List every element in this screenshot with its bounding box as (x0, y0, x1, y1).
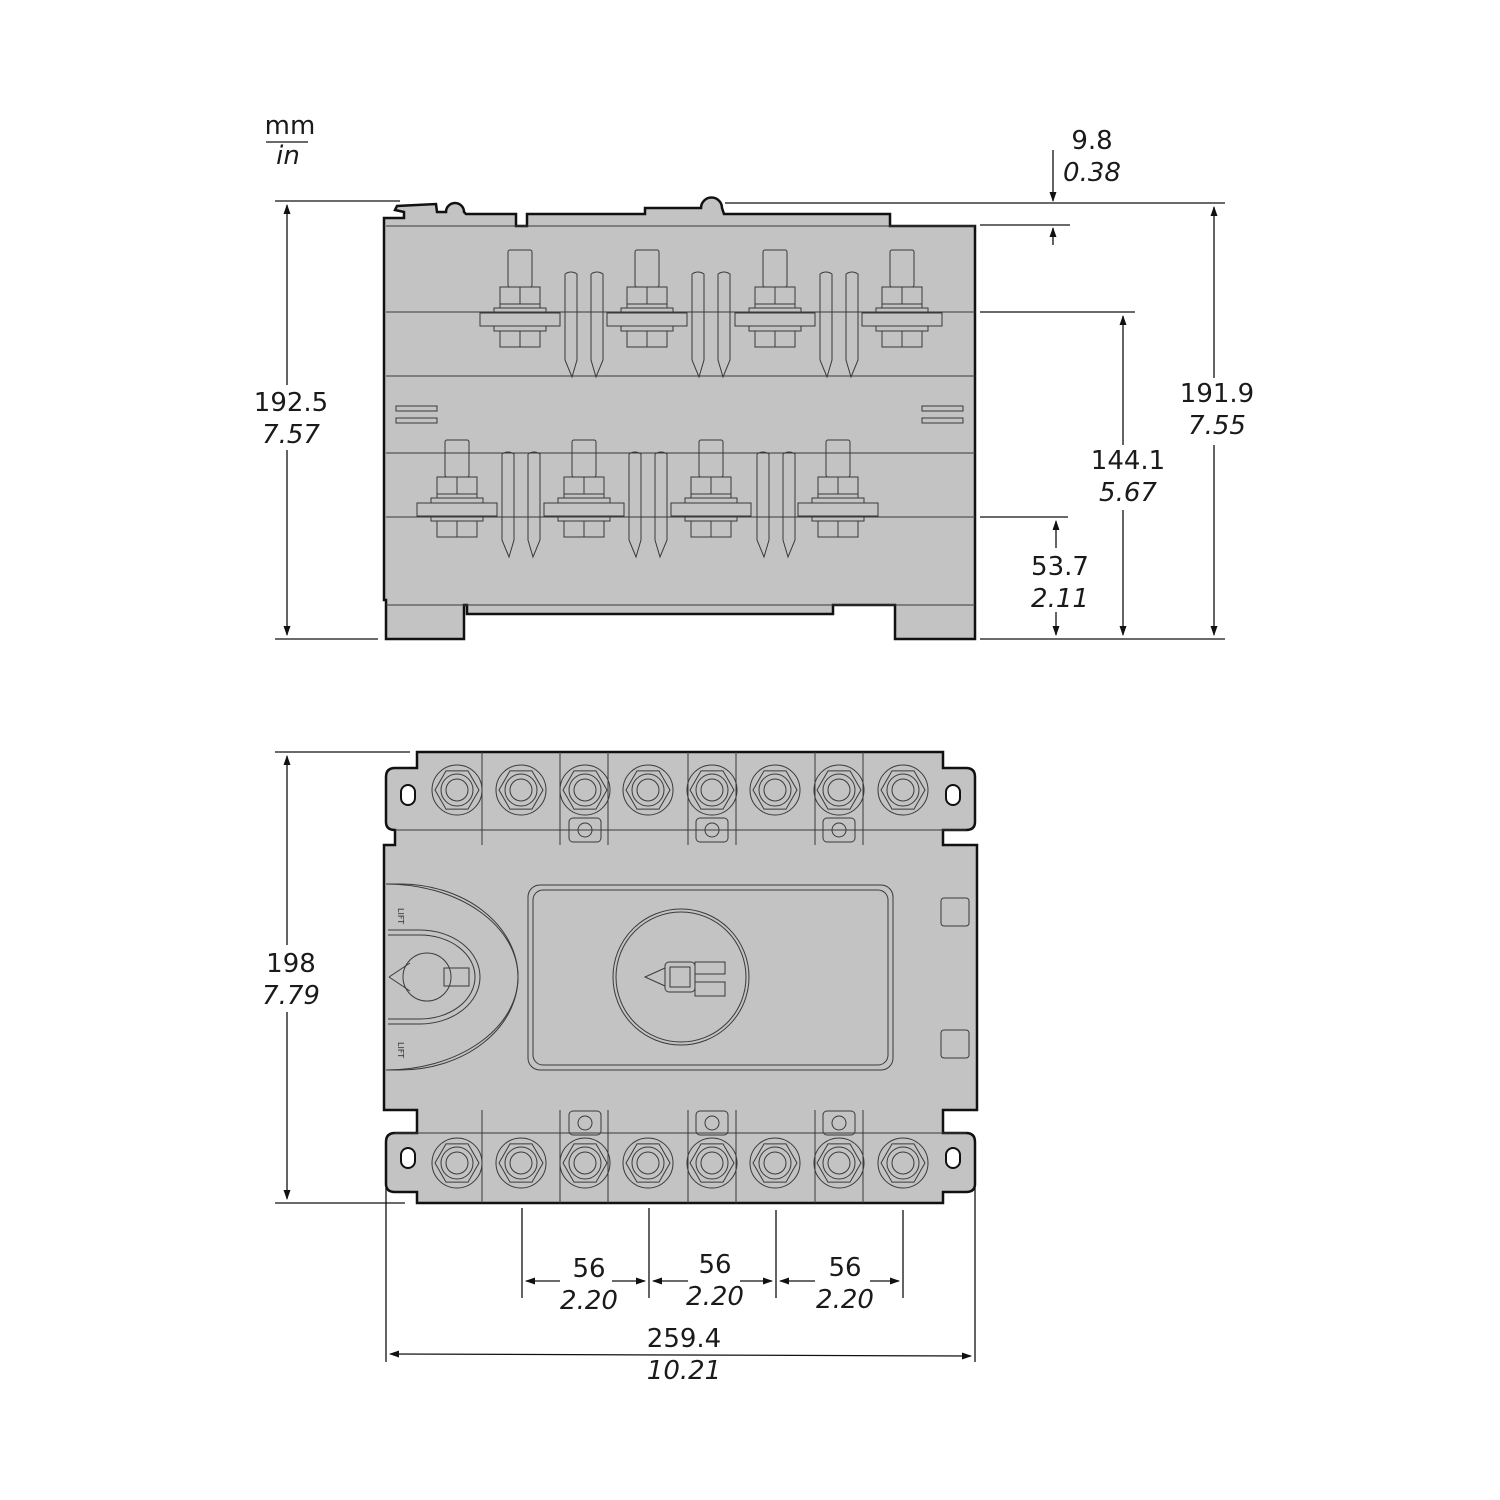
dim-overall-width-mm: 259.4 (647, 1324, 721, 1354)
side-marks (395, 405, 964, 424)
dim-pitch-1-mm: 56 (572, 1254, 605, 1284)
dim-lower-terminal-in: 2.11 (1031, 584, 1089, 614)
dim-pitch-2-mm: 56 (698, 1250, 731, 1280)
dim-overall-width-in: 10.21 (647, 1356, 721, 1386)
dim-pitch-3-mm: 56 (828, 1253, 861, 1283)
dim-right-height-in: 7.55 (1188, 411, 1246, 441)
main-rotary-handle (612, 908, 750, 1046)
dim-top-offset-mm: 9.8 (1071, 126, 1112, 156)
terminal-nut (559, 764, 611, 816)
dim-depth-in: 7.79 (262, 981, 320, 1011)
dim-left-height-mm: 192.5 (254, 388, 328, 418)
dim-pitch-3-in: 2.20 (816, 1285, 874, 1315)
slot-pair (756, 451, 796, 559)
terminal-nut (559, 1137, 611, 1189)
lift-label-top: LIFT (396, 908, 405, 924)
terminal-nut (431, 1137, 483, 1189)
dim-left-height-in: 7.57 (262, 420, 320, 450)
upper-terminal-bolt (861, 249, 943, 348)
terminal-clip (822, 1110, 856, 1136)
terminal-nut (749, 1137, 801, 1189)
terminal-nut (622, 764, 674, 816)
upper-terminal-bolt (479, 249, 561, 348)
slot-pair (501, 451, 541, 559)
slot-pair (564, 271, 604, 379)
lift-label-bottom: LIFT (396, 1042, 405, 1058)
terminal-nut (622, 1137, 674, 1189)
upper-terminal-bolt (734, 249, 816, 348)
dim-depth-mm: 198 (266, 949, 316, 979)
unit-mm: mm (265, 111, 316, 141)
dim-upper-terminal-mm: 144.1 (1091, 446, 1165, 476)
terminal-nut (495, 764, 547, 816)
dim-pitch-1-in: 2.20 (560, 1286, 618, 1316)
terminal-nut (749, 764, 801, 816)
terminal-nut (813, 1137, 865, 1189)
dim-right-height-mm: 191.9 (1180, 379, 1254, 409)
terminal-nut (877, 764, 929, 816)
dimension-lines (275, 150, 1225, 1362)
terminal-nut (877, 1137, 929, 1189)
front-view (382, 196, 977, 641)
lower-terminal-bolt (670, 439, 752, 538)
lower-terminal-bolt (416, 439, 498, 538)
terminal-nut (686, 764, 738, 816)
terminal-nut (495, 1137, 547, 1189)
dim-pitch-2-in: 2.20 (686, 1282, 744, 1312)
terminal-clip (568, 817, 602, 843)
slot-pair (691, 271, 731, 379)
dim-top-offset-in: 0.38 (1063, 158, 1121, 188)
terminal-clip (822, 817, 856, 843)
terminal-nut (686, 1137, 738, 1189)
terminal-nut (431, 764, 483, 816)
terminal-clip (568, 1110, 602, 1136)
unit-legend: mm in (265, 111, 316, 171)
top-view: LIFT LIFT (382, 750, 979, 1205)
handle-mechanism: LIFT LIFT (385, 883, 519, 1071)
upper-terminal-bolt (606, 249, 688, 348)
dim-upper-terminal-in: 5.67 (1099, 478, 1157, 508)
dim-lower-terminal-mm: 53.7 (1031, 552, 1089, 582)
terminal-clip (695, 1110, 729, 1136)
unit-in: in (276, 141, 300, 171)
terminal-clip (695, 817, 729, 843)
lower-terminal-bolt (797, 439, 879, 538)
terminal-nut (813, 764, 865, 816)
slot-pair (819, 271, 859, 379)
lower-terminal-bolt (543, 439, 625, 538)
dimension-labels: 9.8 0.38 192.5 7.57 191.9 7.55 144.1 5.6… (254, 126, 1254, 1386)
slot-pair (628, 451, 668, 559)
